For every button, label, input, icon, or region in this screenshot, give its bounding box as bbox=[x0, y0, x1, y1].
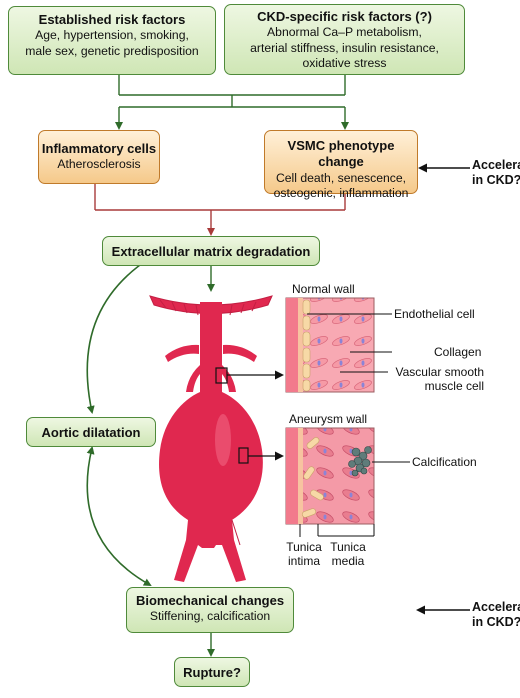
normal-wall-panel bbox=[285, 297, 392, 393]
media-line1: Tunica bbox=[330, 540, 366, 554]
ckd-line1: Abnormal Ca–P metabolism, bbox=[267, 25, 422, 40]
vsmc-phenotype-box: VSMC phenotype change Cell death, senesc… bbox=[264, 130, 418, 200]
ckd-risk-factors-box: CKD-specific risk factors (?) Abnormal C… bbox=[224, 4, 465, 75]
biomechanical-line1: Stiffening, calcification bbox=[149, 609, 271, 624]
endothelial-cell-label: Endothelial cell bbox=[394, 307, 475, 321]
accelerated-1-line2: in CKD? bbox=[472, 173, 520, 187]
tunica-intima-label: Tunica intima bbox=[284, 540, 324, 569]
aorta-illustration bbox=[149, 295, 284, 582]
collagen-label: Collagen bbox=[434, 345, 482, 359]
vsmc-cell-line2: muscle cell bbox=[424, 379, 484, 394]
intima-line2: intima bbox=[287, 554, 320, 569]
vsmc-cell-line1: Vascular smooth bbox=[395, 365, 484, 379]
accelerated-2-line2: in CKD? bbox=[472, 615, 520, 629]
biomechanical-title: Biomechanical changes bbox=[135, 593, 285, 608]
aneurysm-wall-panel bbox=[285, 427, 410, 537]
ckd-line3: oxidative stress bbox=[302, 55, 387, 70]
aortic-dilatation-title: Aortic dilatation bbox=[41, 425, 141, 440]
established-line1: Age, hypertension, smoking, bbox=[35, 28, 189, 43]
vsmc-title: VSMC phenotype change bbox=[287, 138, 395, 170]
rupture-title: Rupture? bbox=[183, 665, 241, 680]
biomechanical-changes-box: Biomechanical changes Stiffening, calcif… bbox=[126, 587, 294, 633]
tunica-media-label: Tunica media bbox=[326, 540, 370, 569]
normal-wall-title: Normal wall bbox=[292, 282, 355, 296]
top-merge-connector bbox=[115, 75, 349, 130]
accelerated-2-line1: Accelerated bbox=[472, 600, 520, 614]
ecm-dilatation-cycle-arrow bbox=[86, 256, 152, 414]
established-line2: male sex, genetic predisposition bbox=[25, 43, 199, 58]
inflammatory-line1: Atherosclerosis bbox=[57, 157, 141, 172]
intima-line1: Tunica bbox=[286, 540, 322, 554]
media-line2: media bbox=[331, 554, 365, 569]
established-title: Established risk factors bbox=[38, 12, 186, 27]
inflammatory-cells-box: Inflammatory cells Atherosclerosis bbox=[38, 130, 160, 184]
ecm-degradation-box: Extracellular matrix degradation bbox=[102, 236, 320, 266]
ckd-title: CKD-specific risk factors (?) bbox=[257, 9, 432, 24]
vsmc-line2: osteogenic, inflammation bbox=[273, 185, 409, 200]
established-risk-factors-box: Established risk factors Age, hypertensi… bbox=[8, 6, 216, 75]
aneurysm-wall-title: Aneurysm wall bbox=[289, 412, 368, 426]
ckd-line2: arterial stiffness, insulin resistance, bbox=[250, 40, 439, 55]
accelerated-label-2: Accelerated in CKD? bbox=[472, 600, 520, 630]
aortic-dilatation-box: Aortic dilatation bbox=[26, 417, 156, 447]
dilatation-biomech-cycle-arrow bbox=[86, 446, 152, 586]
rupture-box: Rupture? bbox=[174, 657, 250, 687]
accelerated-label-1: Accelerated in CKD? bbox=[472, 158, 520, 188]
calcification-cluster bbox=[348, 446, 372, 477]
calcification-label: Calcification bbox=[412, 455, 477, 469]
cell-merge-connector bbox=[94, 184, 346, 236]
accelerated-1-line1: Accelerated bbox=[472, 158, 520, 172]
vsmc-line1: Cell death, senescence, bbox=[275, 170, 407, 185]
ecm-title: Extracellular matrix degradation bbox=[111, 244, 311, 259]
inflammatory-title: Inflammatory cells bbox=[41, 141, 157, 156]
vsmc-cell-label: Vascular smooth muscle cell bbox=[390, 365, 484, 394]
